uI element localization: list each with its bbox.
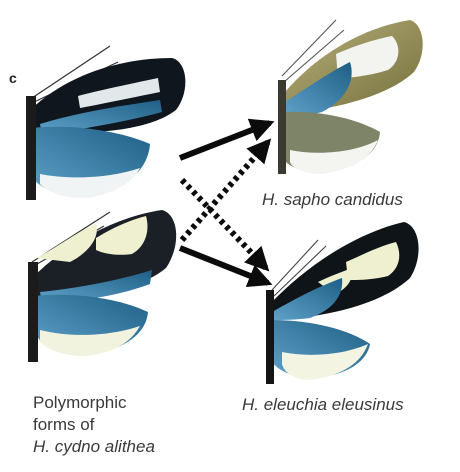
label-cydno-line3: H. cydno alithea: [33, 436, 155, 458]
label-cydno-line1: Polymorphic: [33, 392, 155, 414]
butterfly-cydno-cream: [28, 210, 176, 362]
label-eleuchia: H. eleuchia eleusinus: [242, 394, 404, 416]
body: [266, 290, 274, 384]
butterfly-eleuchia: [266, 222, 419, 384]
label-cydno: Polymorphic forms of H. cydno alithea: [33, 392, 155, 458]
panel-letter: c: [9, 70, 17, 86]
label-cydno-line2: forms of: [33, 414, 155, 436]
body: [278, 80, 286, 174]
butterfly-cydno-white: [26, 46, 185, 200]
body: [28, 262, 38, 362]
body: [26, 96, 36, 200]
butterfly-sapho: [278, 20, 423, 174]
solid-arrow-to-eleuchia: [180, 248, 268, 283]
label-sapho: H. sapho candidus: [262, 189, 403, 211]
